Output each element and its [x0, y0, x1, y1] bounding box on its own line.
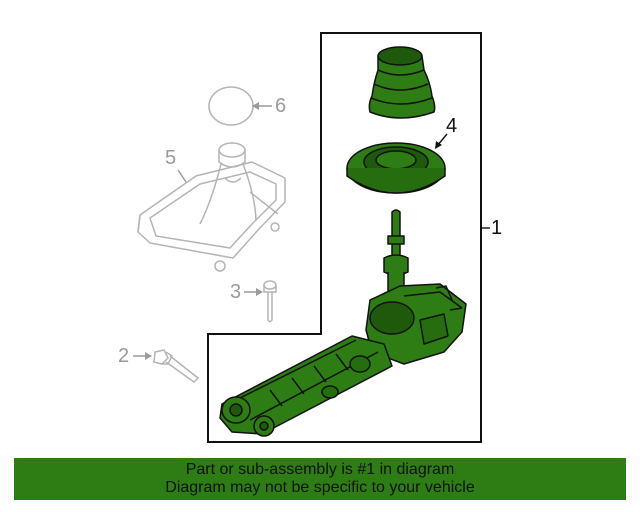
callout-5-label[interactable]: 5 [165, 147, 177, 169]
banner-line-1: Part or sub-assembly is #1 in diagram [185, 461, 455, 478]
part-2-bolt [153, 349, 200, 383]
part-5-boot [137, 142, 286, 272]
upper-boot [368, 46, 436, 119]
assembly-frame [207, 32, 482, 443]
banner-line-2: Diagram may not be specific to your vehi… [165, 479, 475, 496]
callout-5-leader [177, 169, 187, 183]
part-4-seal [346, 142, 446, 194]
callout-6-label[interactable]: 6 [275, 95, 287, 117]
callout-3-label[interactable]: 3 [230, 281, 242, 303]
callout-2-arrowhead [145, 352, 152, 360]
part-6-cap [208, 86, 254, 126]
info-banner: Part or sub-assembly is #1 in diagram Di… [14, 458, 626, 500]
callout-2-label[interactable]: 2 [118, 345, 130, 367]
callout-1-label[interactable]: 1 [491, 217, 503, 239]
callout-4-arrowhead [435, 141, 442, 149]
callout-3-arrowhead [256, 288, 263, 296]
callout-4-label[interactable]: 4 [446, 115, 458, 137]
shift-assembly [219, 209, 467, 437]
part-3-pin [263, 280, 277, 323]
callout-6-arrowhead [252, 102, 259, 110]
